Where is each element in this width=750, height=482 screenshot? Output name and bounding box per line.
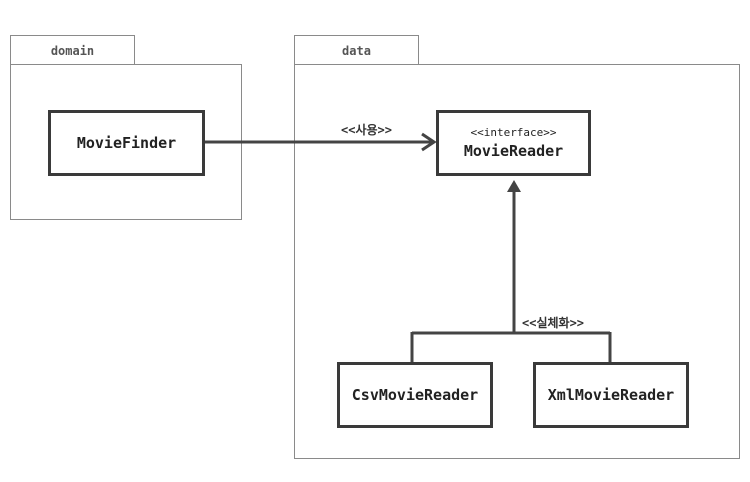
movie-finder-name: MovieFinder: [76, 134, 177, 152]
domain-package-name: domain: [50, 43, 95, 58]
csv-movie-reader-name: CsvMovieReader: [351, 386, 479, 404]
data-package-tab: data: [294, 35, 419, 65]
realize-relation-label: <<실체화>>: [522, 316, 585, 330]
xml-movie-reader-name: XmlMovieReader: [547, 386, 675, 404]
csv-movie-reader-class[interactable]: CsvMovieReader: [337, 362, 493, 428]
use-relation-label: <<사용>>: [341, 123, 392, 137]
interface-stereotype: <<interface>>: [470, 126, 557, 139]
movie-finder-class[interactable]: MovieFinder: [48, 110, 205, 176]
movie-reader-name: MovieReader: [463, 142, 564, 160]
xml-movie-reader-class[interactable]: XmlMovieReader: [533, 362, 689, 428]
movie-reader-interface[interactable]: <<interface>> MovieReader: [436, 110, 591, 176]
domain-package-tab: domain: [10, 35, 135, 65]
data-package-name: data: [342, 43, 371, 58]
